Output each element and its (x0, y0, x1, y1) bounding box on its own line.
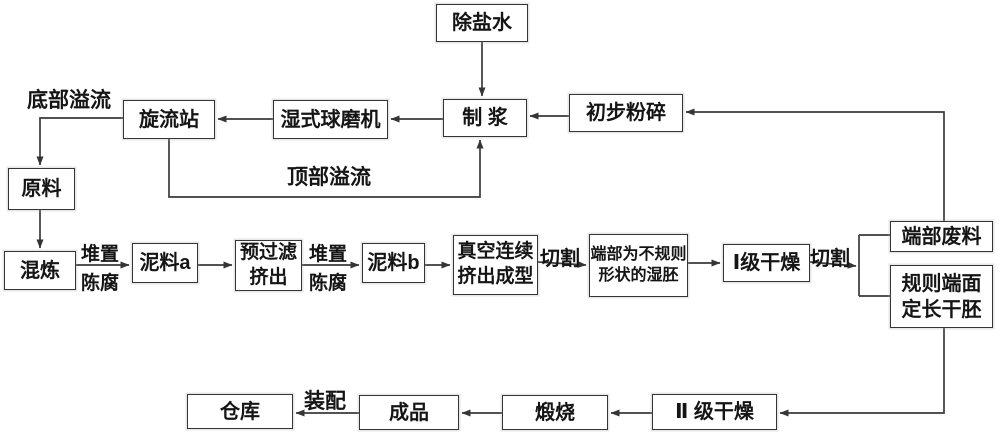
arrow-drying1-to-branch (809, 261, 857, 269)
node-line: 挤出 (249, 266, 288, 288)
arrow-vacuum-to-wetblank (537, 260, 587, 268)
edge-label-stack-1: 堆置 (81, 244, 120, 265)
node-regular-dry-blank: 规则端面 定长干胚 (890, 265, 993, 328)
node-warehouse: 仓库 (187, 394, 293, 429)
edge-label-top-overflow: 顶部溢流 (287, 166, 371, 189)
node-kneading: 混炼 (4, 251, 76, 290)
node-primary-crushing: 初步粉碎 (569, 94, 683, 132)
node-line: 形状的湿胚 (598, 266, 679, 284)
node-raw-material: 原料 (8, 168, 75, 210)
node-line: 真空连续 (457, 241, 534, 263)
arrow-scrap-to-crushing (685, 108, 945, 221)
edge-label-bottom-overflow: 底部溢流 (27, 89, 111, 112)
node-line: 规则端面 (901, 272, 982, 295)
node-stage1-drying: Ⅰ级干燥 (723, 244, 810, 282)
node-slurry-making: 制 浆 (443, 99, 527, 137)
node-demineralized-water: 除盐水 (436, 4, 528, 42)
edge-label-age-2: 陈腐 (309, 273, 348, 294)
node-prefilter-extrusion: 预过滤 挤出 (235, 240, 302, 291)
arrow-cyclone-to-rawmaterial (36, 117, 123, 166)
node-line: 挤出成型 (457, 266, 534, 287)
edge-label-cut-2: 切割 (810, 248, 850, 270)
edge-label-stack-2: 堆置 (309, 244, 348, 265)
branch-connector (858, 234, 890, 297)
node-wet-ball-mill: 湿式球磨机 (273, 100, 388, 139)
node-line: 端部为不规则 (590, 245, 687, 263)
edge-label-assembly: 装配 (304, 390, 346, 413)
node-line: 预过滤 (239, 241, 297, 263)
arrow-cyclone-to-slurry-top-overflow (168, 139, 484, 198)
edge-label-age-1: 陈腐 (81, 273, 120, 294)
node-cyclone-station: 旋流站 (123, 100, 215, 139)
node-clay-b: 泥料b (362, 243, 425, 283)
node-calcining: 煅烧 (502, 395, 608, 430)
node-end-scrap: 端部废料 (890, 221, 993, 252)
node-irregular-wet-blank: 端部为不规则 形状的湿胚 (589, 234, 688, 297)
edge-label-cut-1: 切割 (540, 248, 580, 270)
node-clay-a: 泥料a (132, 243, 198, 283)
node-vacuum-extrusion: 真空连续 挤出成型 (453, 235, 538, 295)
node-finished-product: 成品 (359, 395, 459, 430)
node-line: 定长干胚 (901, 298, 982, 321)
arrow-dryblank-to-drying2 (779, 328, 945, 417)
node-stage2-drying: Ⅱ 级干燥 (652, 394, 777, 430)
